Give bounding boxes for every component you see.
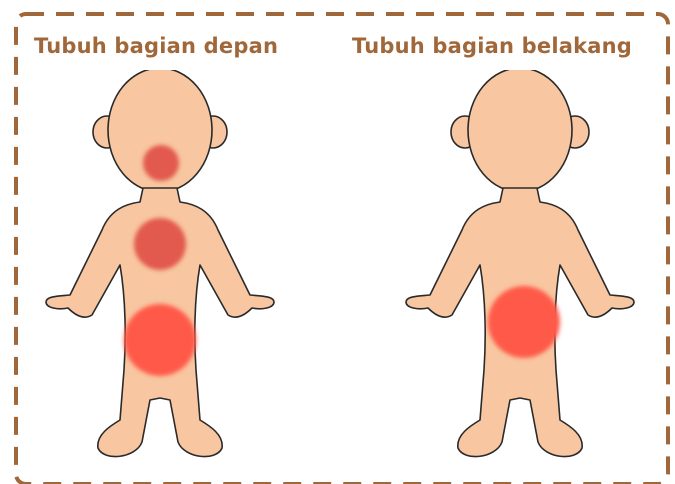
front-body-label: Tubuh bagian depan [34, 34, 278, 58]
back-body-figure [400, 70, 640, 470]
front-body-figure [40, 70, 280, 470]
lower-back-spot [488, 286, 560, 358]
belly-spot [124, 304, 196, 376]
back-body-label: Tubuh bagian belakang [352, 34, 632, 58]
back-body-silhouette [406, 70, 634, 457]
chest-spot [134, 218, 186, 270]
neck-spot [143, 145, 179, 181]
